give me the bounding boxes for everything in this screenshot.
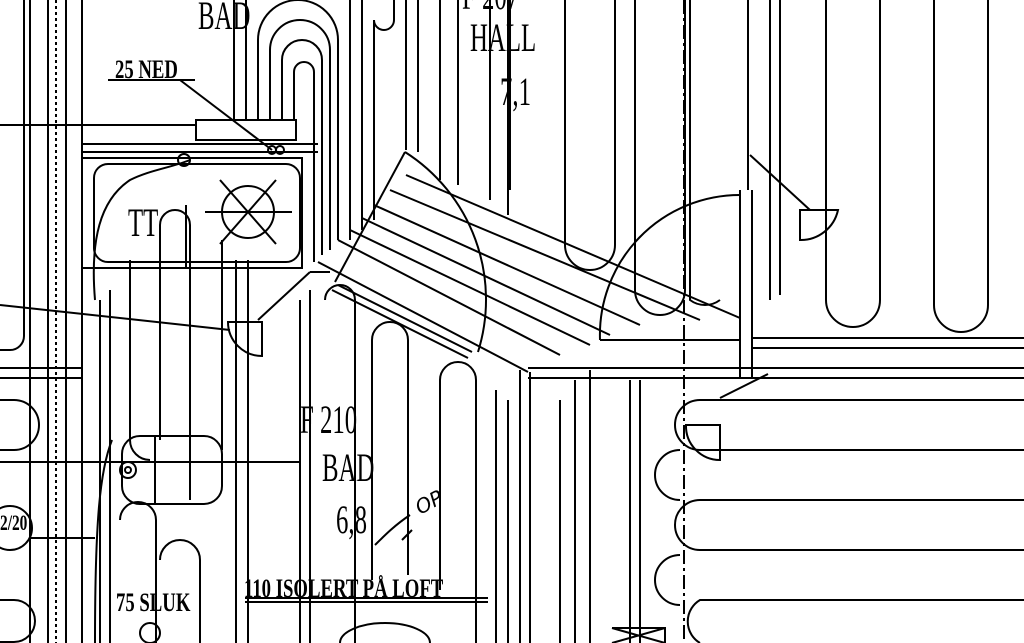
- bathroom-coils: [92, 159, 641, 643]
- label-75-sluk: 75 SLUK: [116, 588, 191, 617]
- room-bad-name: BAD: [322, 445, 375, 490]
- room-hall-name: HALL: [470, 15, 537, 60]
- label-25-ned: 25 NED: [115, 55, 178, 84]
- hall-coils: [439, 0, 989, 333]
- left-wall: [0, 0, 83, 643]
- corridor-walls: [519, 0, 1024, 643]
- handwritten-mark: [374, 514, 413, 546]
- label-110-isolert: 110 ISOLERT PÅ LOFT: [244, 574, 444, 603]
- drain-symbol: [0, 271, 431, 643]
- room-bad-area: 6,8: [336, 497, 367, 542]
- room-hall-area: 7,1: [500, 69, 531, 114]
- label-tt: TT: [128, 200, 159, 245]
- room-bad-code: F 210: [300, 397, 358, 442]
- fixture-symbol: [177, 145, 292, 245]
- room-bad-top-name: BAD: [198, 0, 251, 38]
- label-2-20: 2/20: [0, 510, 28, 535]
- left-room-loops: [0, 0, 40, 643]
- hall-door: [598, 154, 840, 341]
- corridor-coils: [611, 373, 1024, 643]
- room-hall-code: F 207: [462, 0, 519, 16]
